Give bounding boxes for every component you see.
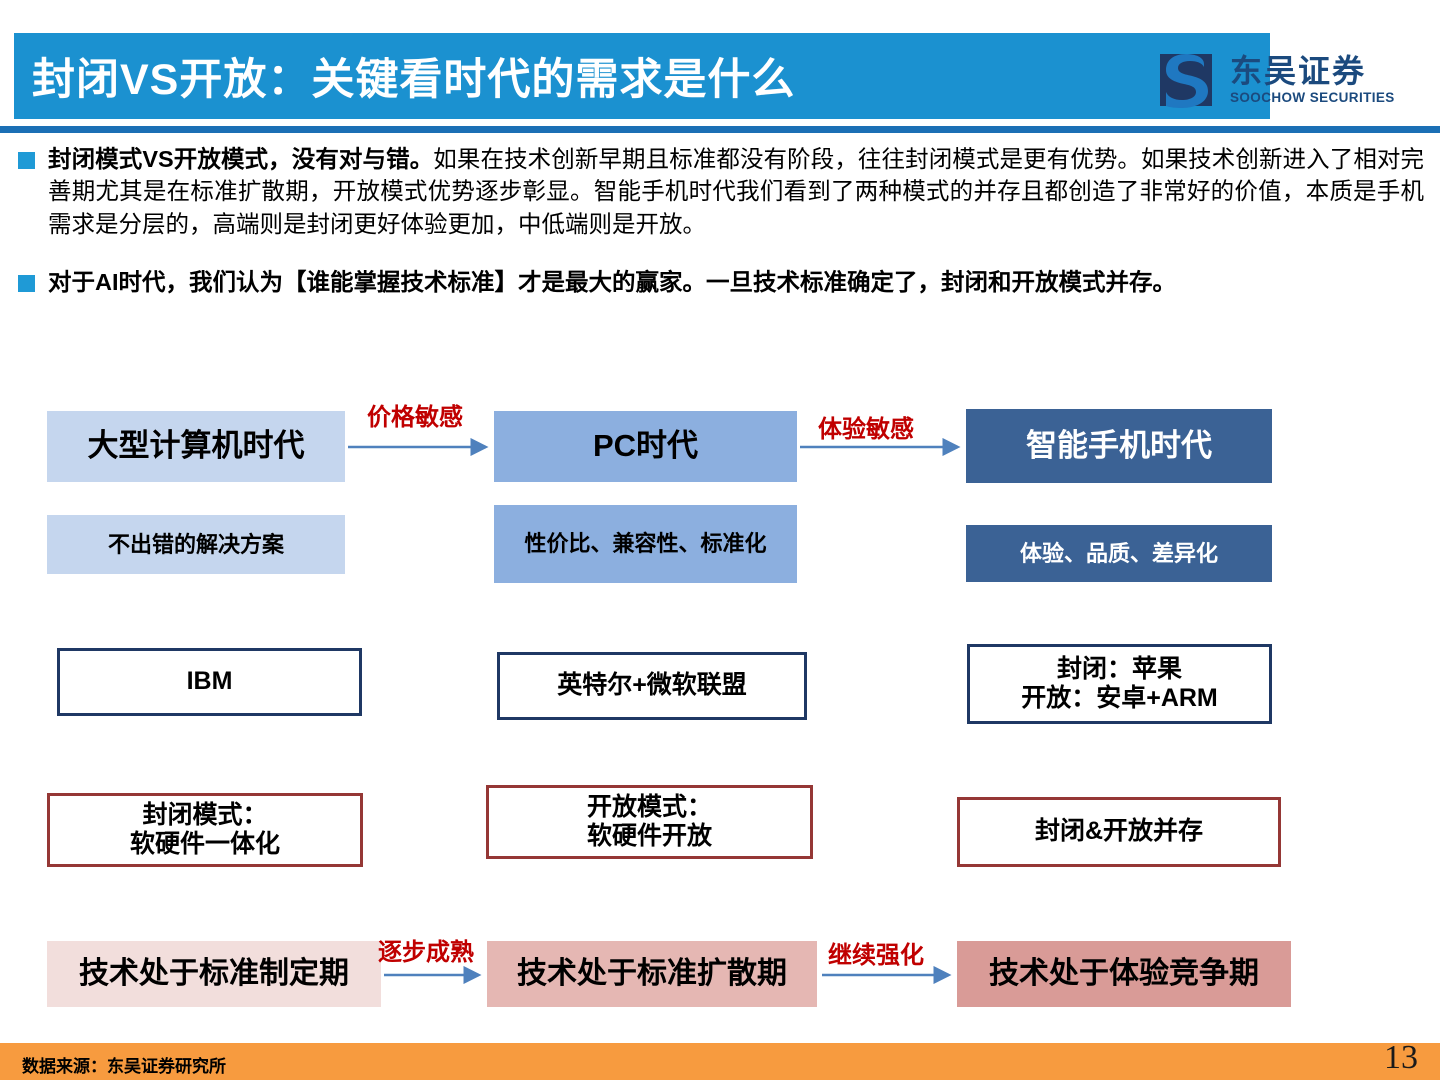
stage-box-standard-diffusion[interactable]: 技术处于标准扩散期 xyxy=(487,941,817,1007)
page-title: 封闭VS开放：关键看时代的需求是什么 xyxy=(32,56,796,104)
company-box-wintel[interactable]: 英特尔+微软联盟 xyxy=(497,652,807,720)
logo-name-en: SOOCHOW SECURITIES xyxy=(1230,90,1395,106)
bullet-list: 封闭模式VS开放模式，没有对与错。如果在技术创新早期且标准都没有阶段，往往封闭模… xyxy=(18,143,1424,305)
company-box-apple-android[interactable]: 封闭：苹果开放：安卓+ARM xyxy=(967,644,1272,724)
attribute-box-pc[interactable]: 性价比、兼容性、标准化 xyxy=(494,505,797,583)
logo-name-cn: 东吴证券 xyxy=(1230,53,1367,90)
era-box-mainframe[interactable]: 大型计算机时代 xyxy=(47,411,345,482)
mode-box-closed[interactable]: 封闭模式：软硬件一体化 xyxy=(47,793,363,867)
attribute-box-smartphone[interactable]: 体验、品质、差异化 xyxy=(966,525,1272,582)
logo-text: 东吴证券 SOOCHOW SECURITIES xyxy=(1230,55,1395,105)
footer-band xyxy=(0,1043,1440,1080)
era-box-smartphone[interactable]: 智能手机时代 xyxy=(966,409,1272,483)
bullet-square-icon xyxy=(18,275,35,293)
era-box-pc[interactable]: PC时代 xyxy=(494,411,797,482)
footer-divider-rule xyxy=(0,1039,1440,1043)
arrow-label-experience-sensitive: 体验敏感 xyxy=(818,416,914,443)
soochow-s-mark-icon xyxy=(1160,54,1212,108)
stage-box-experience-competition[interactable]: 技术处于体验竞争期 xyxy=(957,941,1291,1007)
bullet-lead-1: 封闭模式VS开放模式，没有对与错。 xyxy=(48,146,434,172)
mode-box-coexist[interactable]: 封闭&开放并存 xyxy=(957,797,1281,867)
slide-header-band: 封闭VS开放：关键看时代的需求是什么 xyxy=(14,33,1270,119)
page-number: 13 xyxy=(1384,1039,1418,1076)
arrow-label-price-sensitive: 价格敏感 xyxy=(367,404,463,431)
stage-box-standard-setting[interactable]: 技术处于标准制定期 xyxy=(47,941,381,1007)
bullet-body-1: 如果在技术创新早期且标准都没有阶段，往往封闭模式是更有优势。如果技术创新进入了相… xyxy=(48,146,1424,237)
footer-source-text: 数据来源：东吴证券研究所 xyxy=(22,1057,226,1076)
bullet-item-2: 对于AI时代，我们认为【谁能掌握技术标准】才是最大的赢家。一旦技术标准确定了，封… xyxy=(18,266,1424,298)
mode-box-open[interactable]: 开放模式：软硬件开放 xyxy=(486,785,813,859)
attribute-box-mainframe[interactable]: 不出错的解决方案 xyxy=(47,515,345,574)
header-divider-rule xyxy=(0,126,1440,133)
arrow-label-gradually-mature: 逐步成熟 xyxy=(378,939,474,966)
company-box-ibm[interactable]: IBM xyxy=(57,648,362,716)
arrow-label-keep-strengthening: 继续强化 xyxy=(828,942,924,969)
bullet-square-icon xyxy=(18,152,35,169)
bullet-item-1: 封闭模式VS开放模式，没有对与错。如果在技术创新早期且标准都没有阶段，往往封闭模… xyxy=(18,143,1424,240)
company-logo: 东吴证券 SOOCHOW SECURITIES xyxy=(1160,48,1410,112)
bullet-text-1: 封闭模式VS开放模式，没有对与错。如果在技术创新早期且标准都没有阶段，往往封闭模… xyxy=(48,143,1424,240)
bullet-text-2: 对于AI时代，我们认为【谁能掌握技术标准】才是最大的赢家。一旦技术标准确定了，封… xyxy=(48,269,1176,296)
